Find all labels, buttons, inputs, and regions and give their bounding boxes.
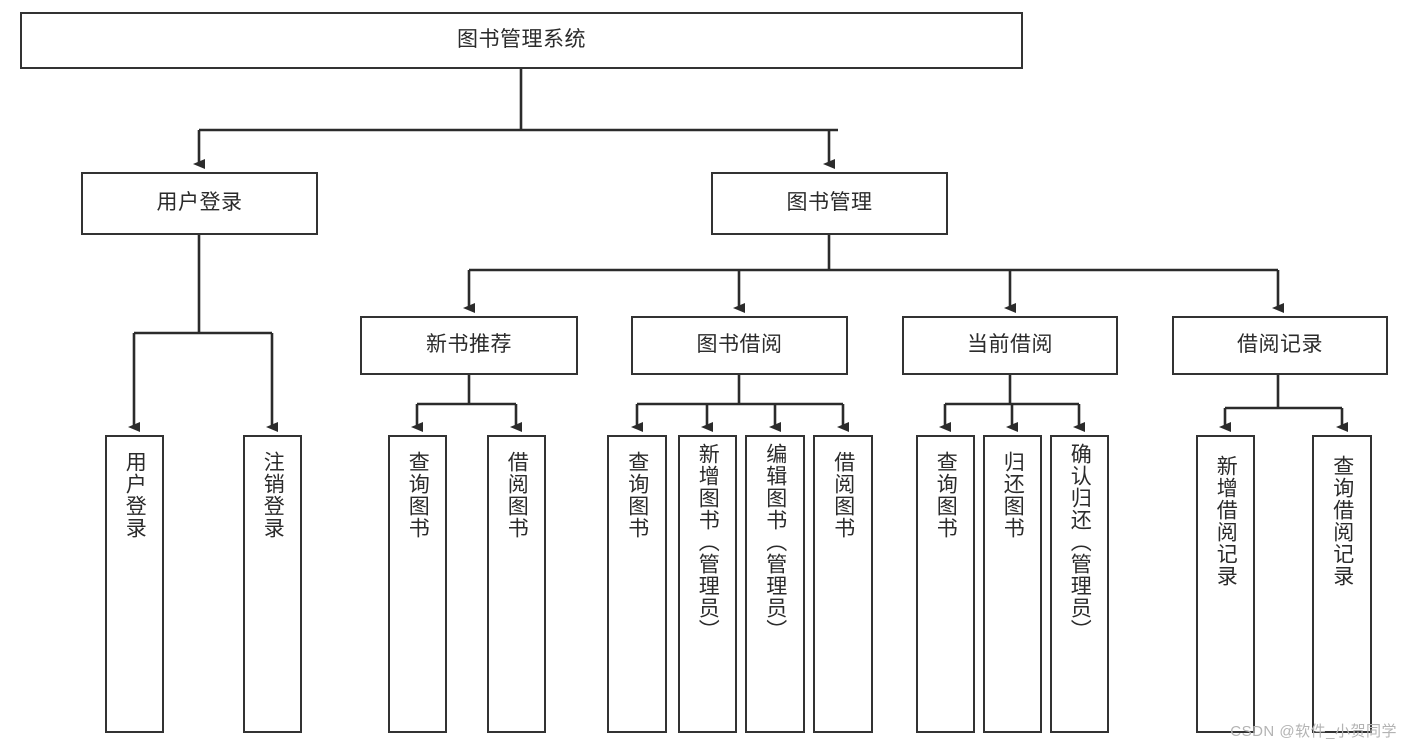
node-leaf-query-book-2[interactable]: 查询图书 [607,435,667,733]
node-leaf-add-record[interactable]: 新增借阅记录 [1196,435,1255,733]
node-leaf-add-record-label: 新增借阅记录 [1214,455,1238,587]
node-current-borrow-label: 当前借阅 [967,333,1053,357]
node-leaf-borrow-book-1-label: 借阅图书 [505,451,529,539]
node-leaf-query-book-2-label: 查询图书 [625,451,649,539]
node-leaf-query-book-1[interactable]: 查询图书 [388,435,447,733]
node-leaf-add-book[interactable]: 新增图书（管理员） [678,435,737,733]
node-borrow-record-label: 借阅记录 [1237,333,1323,357]
node-leaf-query-book-3-label: 查询图书 [934,451,958,539]
node-user-login[interactable]: 用户登录 [81,172,318,235]
node-book-manage-label: 图书管理 [786,191,873,215]
node-book-borrow[interactable]: 图书借阅 [631,316,848,375]
node-root[interactable]: 图书管理系统 [20,12,1023,69]
node-leaf-logout[interactable]: 注销登录 [243,435,302,733]
node-book-manage[interactable]: 图书管理 [711,172,948,235]
node-book-borrow-label: 图书借阅 [696,333,783,357]
node-leaf-query-book-1-label: 查询图书 [406,451,430,539]
node-leaf-query-book-3[interactable]: 查询图书 [916,435,975,733]
node-leaf-user-login[interactable]: 用户登录 [105,435,164,733]
node-leaf-borrow-book-2-label: 借阅图书 [831,451,855,539]
node-root-label: 图书管理系统 [457,28,586,52]
node-leaf-user-login-label: 用户登录 [123,451,147,539]
node-leaf-query-record-label: 查询借阅记录 [1330,455,1354,587]
node-leaf-borrow-book-2[interactable]: 借阅图书 [813,435,873,733]
node-leaf-confirm-return[interactable]: 确认归还（管理员） [1050,435,1109,733]
node-leaf-return-book-label: 归还图书 [1001,451,1025,539]
node-new-book-rec[interactable]: 新书推荐 [360,316,578,375]
csdn-watermark: CSDN @软件_小贺同学 [1230,723,1397,740]
node-current-borrow[interactable]: 当前借阅 [902,316,1118,375]
node-leaf-query-record[interactable]: 查询借阅记录 [1312,435,1372,733]
node-leaf-confirm-return-label: 确认归还（管理员） [1068,443,1092,641]
node-borrow-record[interactable]: 借阅记录 [1172,316,1388,375]
node-leaf-add-book-label: 新增图书（管理员） [696,443,720,641]
node-new-book-rec-label: 新书推荐 [426,333,512,357]
node-leaf-edit-book[interactable]: 编辑图书（管理员） [745,435,805,733]
node-leaf-edit-book-label: 编辑图书（管理员） [763,443,787,641]
node-leaf-logout-label: 注销登录 [261,451,285,539]
node-user-login-label: 用户登录 [156,191,243,215]
node-leaf-return-book[interactable]: 归还图书 [983,435,1042,733]
node-leaf-borrow-book-1[interactable]: 借阅图书 [487,435,546,733]
